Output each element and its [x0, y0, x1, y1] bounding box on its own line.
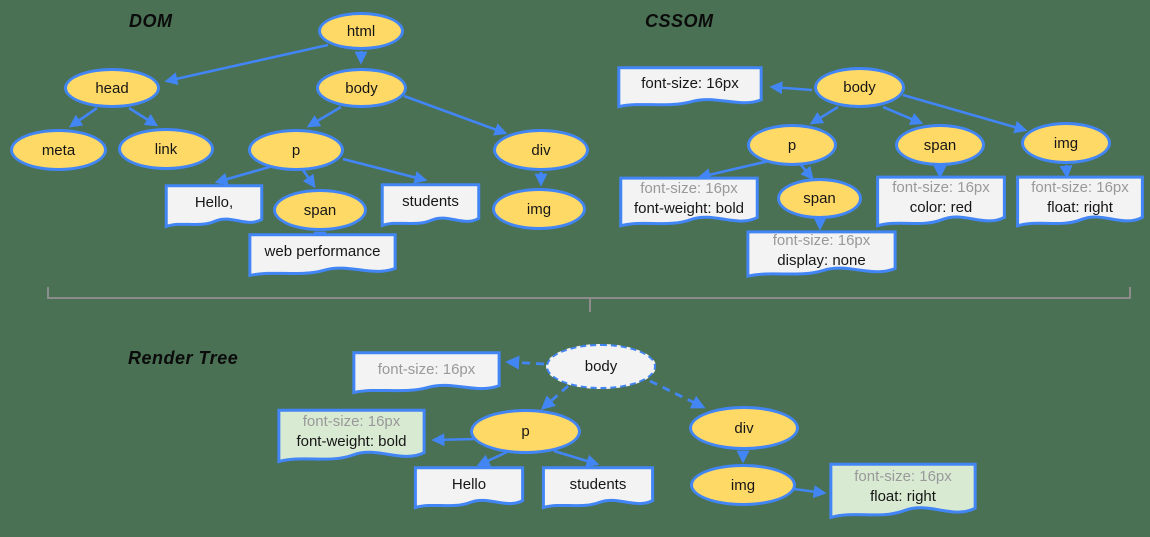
cssom-p-rule-box: font-size: 16px font-weight: bold: [619, 176, 759, 230]
render-div-node: div: [689, 406, 799, 450]
cssom-span-child-node: span: [777, 178, 862, 219]
dom-link-node: link: [118, 128, 214, 170]
dom-hello-textbox: Hello,: [165, 184, 263, 230]
cssom-img-node: img: [1021, 122, 1111, 164]
dom-head-node: head: [64, 68, 160, 108]
render-students-textbox: students: [542, 466, 654, 511]
cssom-img-rule-box: font-size: 16px float: right: [1016, 175, 1144, 230]
cssom-span-child-rule-box: font-size: 16px display: none: [746, 230, 897, 280]
cssom-title: CSSOM: [645, 11, 714, 31]
dom-title: DOM: [129, 11, 173, 31]
dom-html-node: html: [318, 12, 404, 50]
section-brace: [47, 287, 1131, 312]
cssom-body-node: body: [814, 67, 905, 108]
cssom-body-rule-box: font-size: 16px: [617, 66, 763, 110]
dom-body-node: body: [316, 68, 407, 108]
dom-img-node: img: [492, 188, 586, 230]
render-tree-title: Render Tree: [128, 348, 239, 368]
render-body-node: body: [546, 344, 656, 389]
render-img-node: img: [690, 464, 796, 506]
dom-meta-node: meta: [10, 129, 107, 171]
dom-students-textbox: students: [381, 183, 480, 229]
dom-span-node: span: [273, 189, 367, 231]
cssom-p-node: p: [747, 124, 837, 166]
render-p-rule-box: font-size: 16px font-weight: bold: [277, 408, 426, 466]
cssom-span-node: span: [895, 124, 985, 166]
render-body-rule-box: font-size: 16px: [352, 351, 501, 396]
dom-web-performance-textbox: web performance: [248, 233, 397, 279]
render-hello-textbox: Hello: [414, 466, 524, 511]
render-p-node: p: [470, 409, 581, 454]
dom-p-node: p: [248, 129, 344, 171]
dom-div-node: div: [493, 129, 589, 171]
cssom-span-rule-box: font-size: 16px color: red: [876, 175, 1006, 230]
render-img-rule-box: font-size: 16px float: right: [829, 462, 977, 522]
